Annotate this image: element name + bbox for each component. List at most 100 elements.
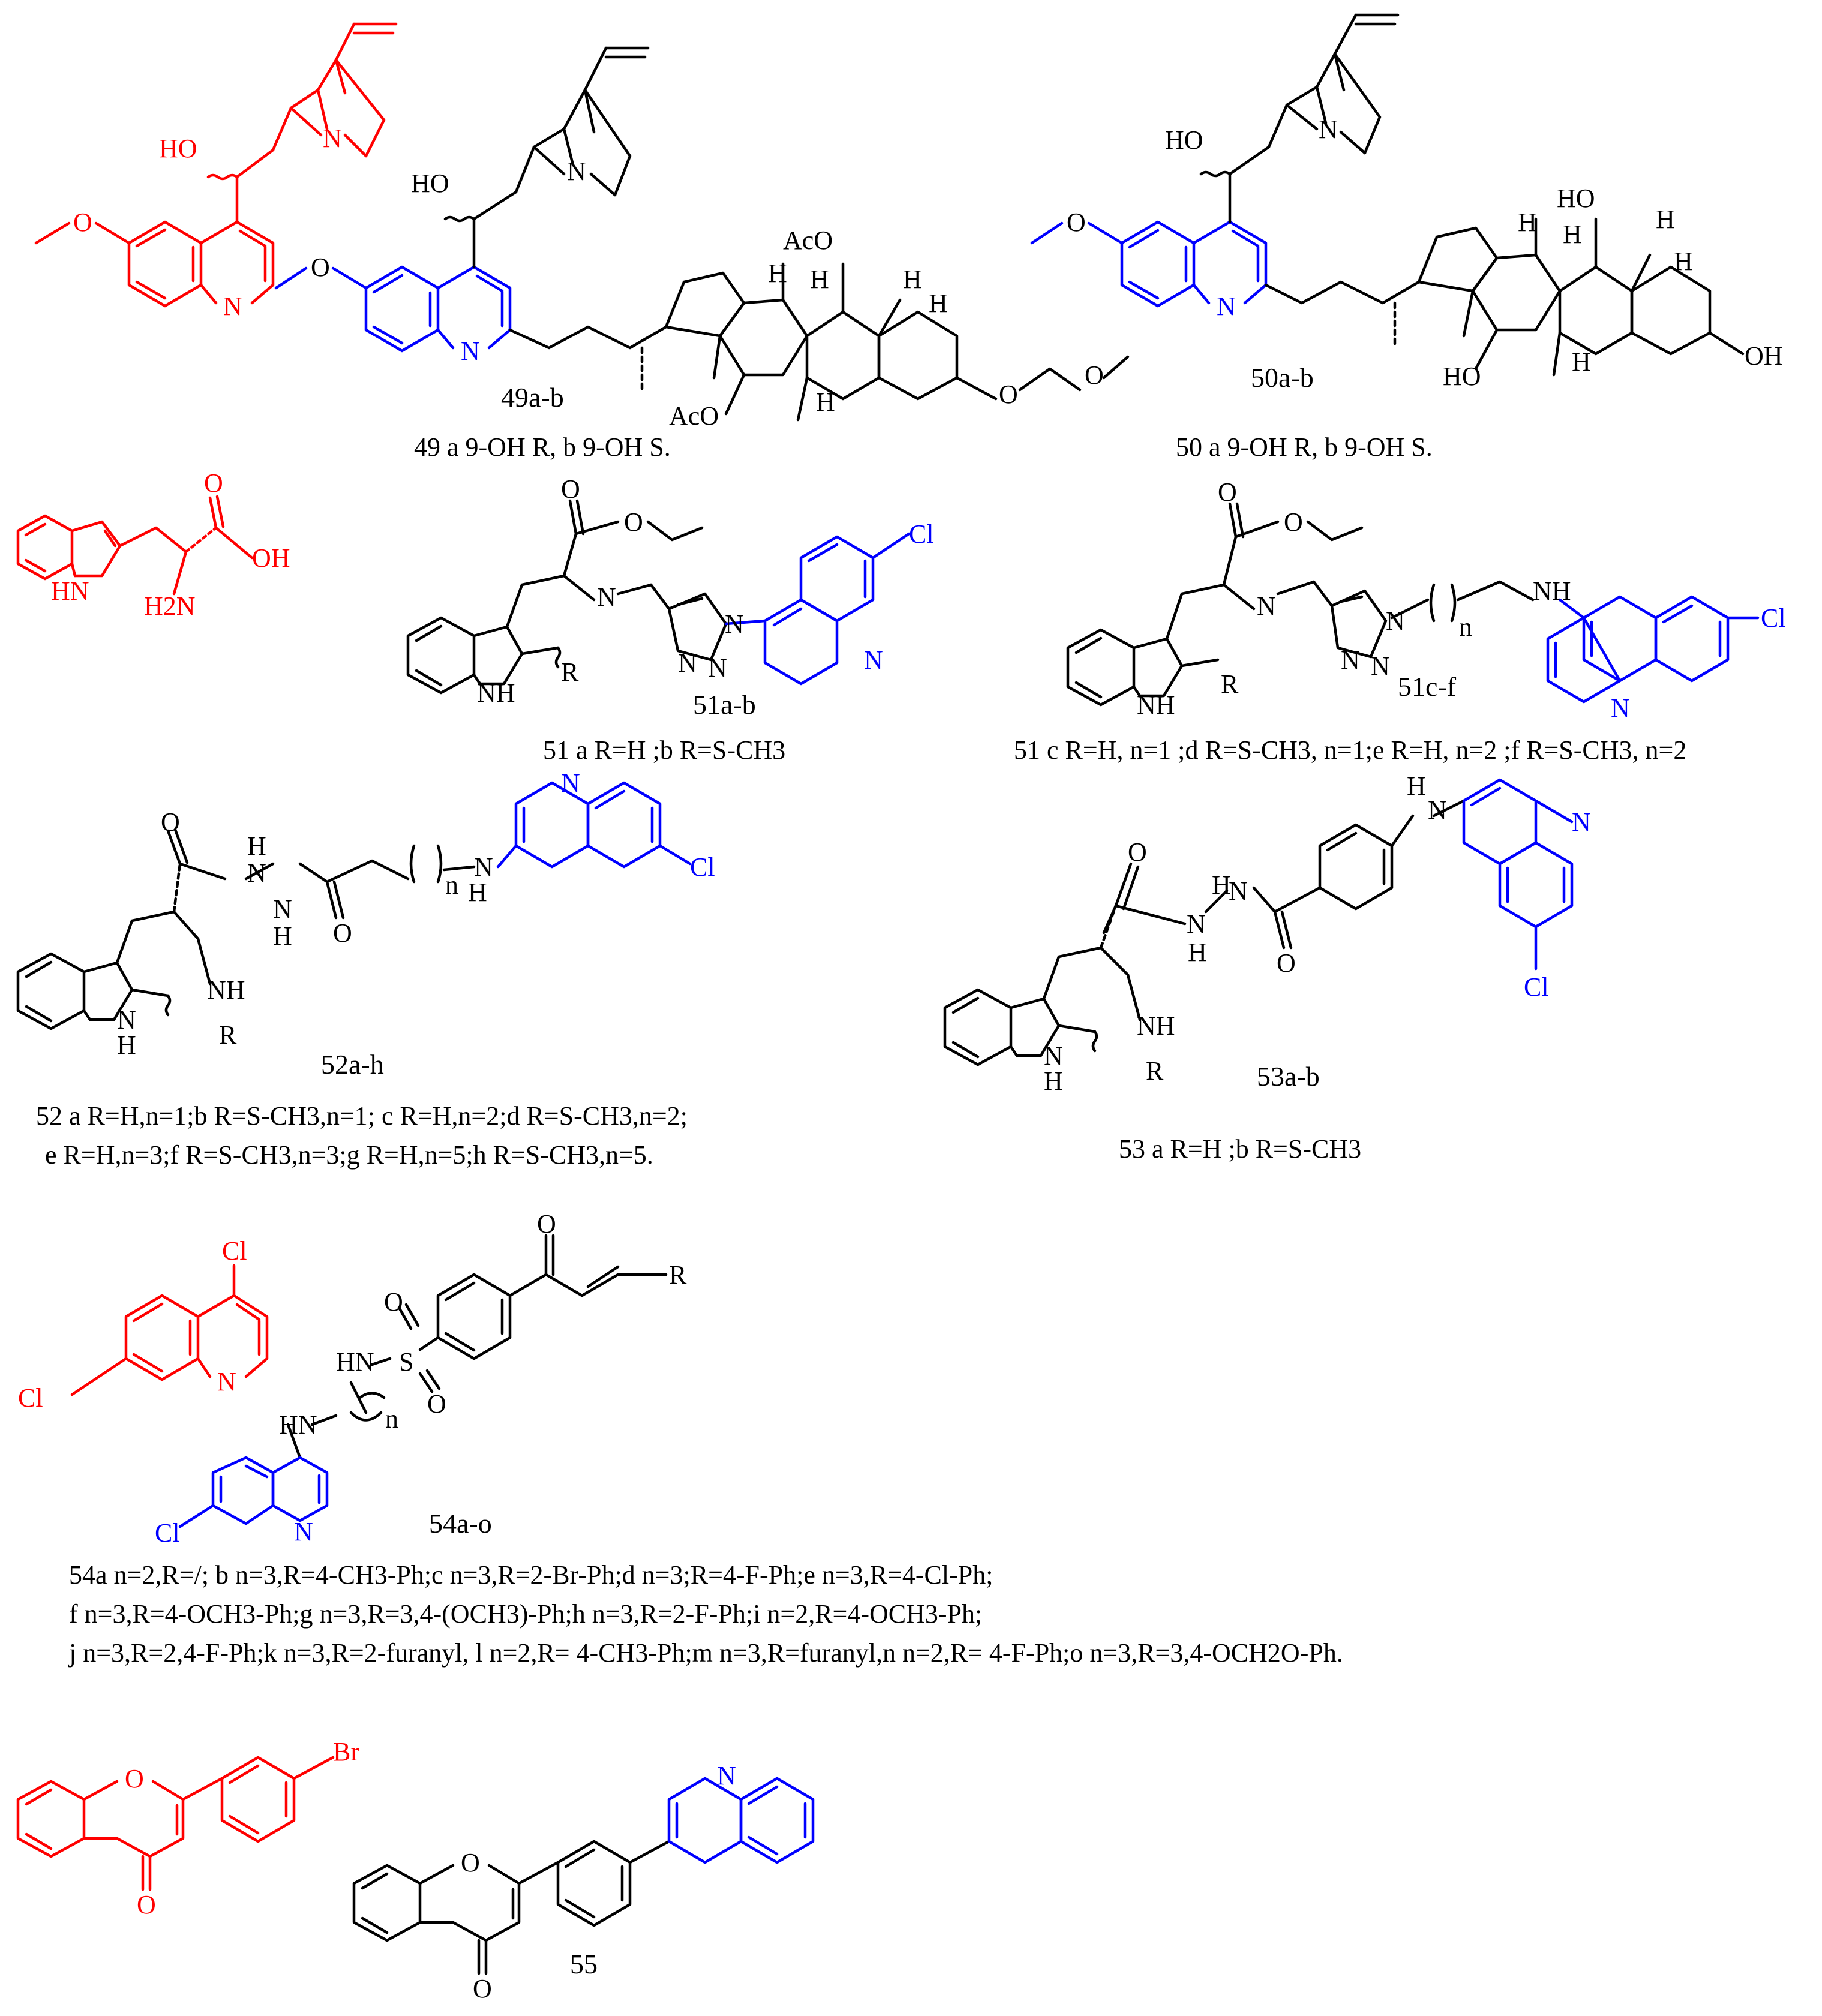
s51cf-triazole-n3: N [1386,606,1405,636]
s51ab-quinoline-nitrogen: N [864,645,883,675]
s52-indole-h: H [117,1030,136,1060]
s53-hydrazide-h-2: H [1188,938,1207,967]
s49-methoxy-oxygen: O [311,253,330,282]
s51cf-caption: 51 c R=H, n=1 ;d R=S-CH3, n=1;e R=H, n=2… [1014,735,1686,765]
s50-hydrogen-4: H [1674,247,1693,276]
bromoflavone-bromine: Br [333,1737,359,1766]
s54-ketone-oxygen: O [537,1209,556,1239]
s51ab-caption: 51 a R=H ;b R=S-CH3 [543,735,785,765]
s52-carbonyl-oxygen-2: O [333,918,352,948]
s51ab-triazole-n1: N [678,648,697,678]
s49-hydroxyl-label: HO [411,169,449,198]
s53-amine-n: N [1428,795,1447,825]
s51ab-indole-nh: NH [477,678,515,708]
s53-hydrazide-n-1: N [1229,876,1248,906]
s53-indole-n: N [1044,1041,1063,1071]
s52-r-group: R [219,1020,237,1050]
quinine-hydroxyl-label: HO [159,134,197,163]
s50-hydrogen-5: H [1572,347,1591,377]
s52-ring-nh: NH [207,975,245,1005]
s53-hydrazide-h-1: H [1212,870,1231,900]
s51ab-triazole-n3: N [725,609,744,639]
s54-r-group: R [669,1260,687,1290]
s50-hydrogen-3: H [1656,205,1675,234]
s54-sulfonyl-oxygen-2: O [427,1389,446,1419]
structure-54: O R S O O HN HN n Cl N 54a-o 54a n=2,R=/… [68,1209,1343,1668]
s49-caption: 49 a 9-OH R, b 9-OH S. [414,432,671,462]
s50-methoxy-oxygen: O [1067,208,1086,237]
s50-hydroxyl-lower: HO [1443,362,1481,391]
s53-carbonyl-oxygen-1: O [1128,837,1147,867]
tryptophan-hydroxyl: OH [252,543,290,573]
s54-sulfonamide-nh: HN [336,1347,374,1377]
s50-quinuclidine-nitrogen: N [1319,115,1338,144]
quinine-quinuclidine-nitrogen: N [323,124,342,153]
structure-quinine-reference: HO O N N [34,22,398,321]
s51cf-amine-nh: NH [1533,576,1571,606]
s55-ring-oxygen: O [461,1848,480,1877]
s51cf-ester-oxygen: O [1284,507,1303,537]
s52-hydrazide-h-1: H [247,831,266,861]
s49-hydrogen-1: H [768,259,787,288]
s51ab-r-group: R [561,657,579,687]
s53-chlorine: Cl [1524,972,1549,1002]
s49-quinoline-nitrogen: N [461,336,480,366]
s52-hydrazide-n-2: N [273,894,292,924]
structure-51ab: O O N NH R N N N Cl N 51a-b 51 a R=H ;b … [406,474,934,765]
structure-50: HO O N N HO HO OH H H H H H 50a-b 50 a 9… [1030,13,1783,462]
s53-hydrazide-n-2: N [1187,909,1206,939]
s55-quinoline-nitrogen: N [717,1761,736,1790]
s51cf-carbonyl-oxygen: O [1218,477,1237,507]
s52-chain-index: n [445,870,458,900]
s49-compound-label: 49a-b [501,382,564,413]
structure-52: O O H N H N n N H N Cl NH N H R 52a-h 52… [16,768,715,1170]
tryptophan-carbonyl-oxygen: O [204,468,223,498]
s52-caption-line-2: e R=H,n=3;f R=S-CH3,n=3;g R=H,n=5;h R=S-… [45,1140,653,1170]
s54-sulfur: S [399,1347,413,1377]
s49-hydrogen-2: H [810,265,829,294]
structure-55: O O N 55 [352,1761,815,2003]
s54-amine-nh: HN [279,1410,317,1440]
s51cf-chain-index: n [1459,612,1472,642]
s51ab-ester-oxygen: O [624,507,643,537]
s54-caption-line-2: f n=3,R=4-OCH3-Ph;g n=3,R=3,4-(OCH3)-Ph;… [69,1599,982,1629]
s53-indole-h: H [1044,1066,1063,1096]
s52-indole-n: N [117,1005,136,1035]
s52-quinoline-nitrogen: N [561,768,580,798]
s55-compound-label: 55 [570,1949,598,1979]
s52-compound-label: 52a-h [321,1049,384,1080]
structure-bromoflavone: O O Br [16,1737,359,1919]
tryptophan-amine: H2N [144,591,196,621]
s49-ether-oxygen-2: O [1085,360,1104,390]
s49-ether-oxygen-1: O [999,380,1018,409]
s52-amine-h: H [468,878,487,907]
s53-carbonyl-oxygen-2: O [1277,948,1296,978]
s51cf-quinoline-nitrogen: N [1611,693,1630,723]
s53-compound-label: 53a-b [1257,1061,1320,1092]
bromoflavone-ketone-oxygen: O [137,1890,156,1919]
s55-ketone-oxygen: O [473,1974,492,2003]
s50-hydrogen-2: H [1563,220,1582,249]
s49-quinuclidine-nitrogen: N [567,157,586,186]
s51cf-indole-nh: NH [1137,690,1175,720]
s50-hydrogen-1: H [1518,208,1537,237]
quinine-quinoline-nitrogen: N [223,292,242,321]
s49-hydrogen-4: H [929,289,948,318]
s50-hydroxyl-upper: HO [1557,184,1595,213]
structure-53: O O H N H N H N N Cl NH N H R 53a-b 53 a… [943,771,1591,1164]
s51ab-chlorine: Cl [909,519,934,549]
s53-r-group: R [1146,1056,1164,1086]
s53-ring-nh: NH [1137,1011,1175,1041]
dichloroquinoline-chlorine-7: Cl [18,1383,43,1413]
s52-chlorine: Cl [690,852,715,882]
s50-compound-label: 50a-b [1251,362,1314,393]
s49-acetoxy-upper: AcO [783,226,833,255]
s53-caption: 53 a R=H ;b R=S-CH3 [1119,1134,1361,1164]
s50-caption: 50 a 9-OH R, b 9-OH S. [1176,432,1433,462]
s51cf-r-group: R [1221,669,1239,699]
structure-49: HO O N N AcO AcO H H H H H O O 49a-b 49 … [274,46,1130,462]
s54-caption-line-3: j n=3,R=2,4-F-Ph;k n=3,R=2-furanyl, l n=… [68,1638,1343,1668]
s50-hydroxyl-ring-a: OH [1745,341,1783,371]
s51ab-triazole-n2: N [708,653,727,683]
